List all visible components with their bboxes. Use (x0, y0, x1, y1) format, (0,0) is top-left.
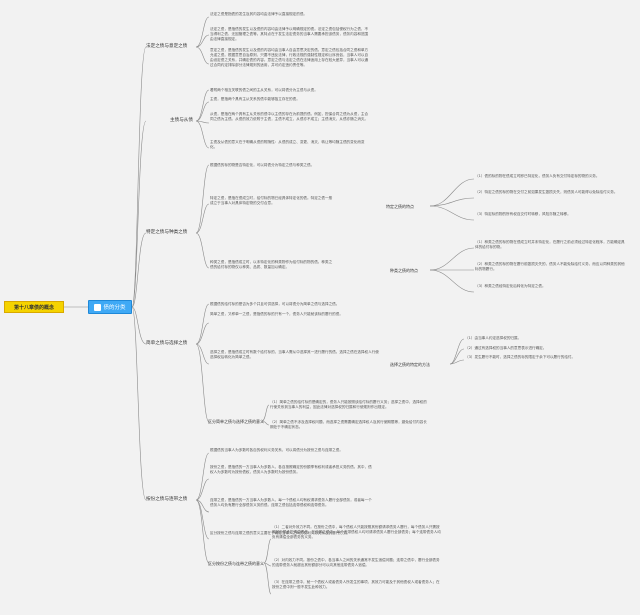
connector (195, 164, 210, 234)
connector (195, 303, 210, 345)
topic-principal-vs-accessory[interactable]: 主债与从债 (170, 118, 193, 123)
connector (263, 538, 272, 564)
connector (449, 348, 465, 365)
leaf-text: 选择之债，是指债成立时有数个给付标的，当事人需从中选择其一进行履行的债。选择之债… (210, 350, 379, 359)
subtopic-generic-features[interactable]: 种类之债的特点 (390, 268, 418, 273)
connector (195, 232, 210, 269)
topic-simple-vs-selective[interactable]: 简单之债与选择之债 (146, 341, 188, 346)
connector (429, 269, 475, 293)
leaf-text: 简单之债，又称单一之债，是指债的标的只有一个，债务人只能就该标的履行的债。 (210, 312, 343, 316)
connector (195, 452, 210, 501)
connector (429, 178, 475, 207)
leaf-text: （3）在连带之债中，就一个债权人或者债务人所发生的事项，其效力可能及于其他债权人… (272, 580, 440, 589)
connector (195, 16, 210, 48)
connector (263, 562, 272, 595)
leaf-text: （2）种类之债的标的物在履行前毁损灭失的，债务人不能免除给付义务，而应以同种类的… (475, 262, 625, 271)
connector (195, 499, 210, 564)
leaf-text: （1）债的标的物在债成立时即已特定化，债务人负有交付特定标的物的义务。 (475, 174, 600, 178)
connector (131, 46, 147, 308)
connector (449, 359, 465, 365)
leaf-text: （3）发生履行不能时，选择之债的标的限定于余下可以履行的给付。 (465, 355, 576, 359)
connector (195, 120, 210, 149)
leaf-text: （2）通过有选择权的当事人的意思表示进行确定。 (465, 346, 547, 350)
leaf-text: （1）二者对外效力不同。在按份之债中，每个债权人只能按照其份额请求债务人履行，每… (272, 525, 441, 539)
topic-icon (94, 303, 102, 311)
root-node[interactable]: 第十八章债的概念 (4, 301, 64, 313)
hub-label: 债的分类 (103, 305, 126, 311)
connector (263, 562, 272, 567)
connector (449, 338, 465, 365)
connector (131, 306, 147, 501)
leaf-text: 根据债的当事人为多数时各自的权利义务关系，可以将债分为按份之债与连带之债。 (210, 448, 343, 452)
connector (195, 46, 210, 65)
connector (195, 203, 210, 234)
subtopic-several-joint-significance[interactable]: 区分按份之债与连带之债的意义 (208, 561, 264, 566)
leaf-text: 连带之债，是指债的一方当事人为多数人，每一个债权人均有权请求债务人履行全部债务，… (210, 498, 372, 507)
leaf-text: 法定之债，是指债的发生以及债的内容均由法律予以明确规定的债。法定之债包括侵权行为… (210, 27, 369, 41)
leaf-text: （3）特定标的物的所有权自交付时转移，风险亦随之转移。 (475, 212, 571, 216)
leaf-text: （2）特定之债的标的物在交付之前如果发生毁损灭失，则债务人可能得以免除给付义务。 (475, 190, 618, 194)
connector (429, 205, 475, 221)
connector (429, 197, 475, 207)
connector (195, 89, 210, 122)
leaf-text: 主债及从债的意义在于明确从债的附随性：从债的成立、变更、消灭、转让等均随主债的变… (210, 140, 365, 149)
connector (195, 34, 210, 48)
leaf-text: 特定之债，是指在债成立时，给付标的物已经具体特定化的债。特定之债一般成立于当事人… (210, 196, 333, 205)
connector (131, 232, 147, 308)
leaf-text: （1）简单之债的给付标的是确定的，债务人只能按照该给付标的履行义务；选择之债中，… (270, 400, 427, 409)
leaf-text: 意定之债，是指债的发生以及债的内容均由当事人自由意思决定的债。意定之债包括合同之… (210, 48, 369, 67)
leaf-text: 根据债的给付标的是否为多个并且可供选择，可以将债分为简单之债与选择之债。 (210, 302, 340, 306)
leaf-text: （2）对内效力不同。按份之债中，各当事人之间的关系通常不发生追偿问题；连带之债中… (272, 558, 440, 567)
subtopic-specific-features[interactable]: 特定之债的特点 (386, 204, 414, 209)
leaf-text: 主债，是指两个具有主从关系的债中能够独立存在的债。 (210, 97, 300, 101)
leaf-text: （2）简单之债不涉及选择权问题，而选择之债需要确定选择权人及其行使期限等，避免给… (270, 420, 427, 429)
leaf-text: （1）种类之债的标的物在债成立时并未特定化，在履行之前必须经过特定化程序，方能确… (475, 240, 625, 249)
connector (261, 404, 270, 422)
leaf-text: 按份之债，是指债的一方当事人为多数人，各自按照确定的份额享有权利或者承担义务的债… (210, 465, 372, 474)
leaf-text: 根据债的标的物是否特定化，可以将债分为特定之债与种类之债。 (210, 163, 315, 167)
subtopic-simple-selective-significance[interactable]: 区分简单之债与选择之债的意义 (208, 419, 264, 424)
connector (131, 120, 147, 308)
connector (131, 306, 147, 345)
connector (195, 120, 210, 124)
connector (195, 343, 210, 423)
connector (195, 478, 210, 501)
topic-legal-vs-agreed[interactable]: 法定之债与意定之债 (146, 44, 188, 49)
leaf-text: 法定之债是指债的发生及其内容均由法律予以直接规定的债。 (210, 12, 308, 16)
leaf-text: （3）种类之债经特定化后转化为特定之债。 (475, 284, 546, 288)
leaf-text: 种类之债，是指债成立时，以未特定化的种类物作为给付标的物的债。种类之债的给付标的… (210, 260, 333, 269)
hub-node[interactable]: 债的分类 (88, 300, 132, 314)
leaf-text: （1）由当事人约定选择权的归属。 (465, 336, 522, 340)
connector (195, 322, 210, 345)
leaf-text: 从债，是指在两个具有主从关系的债中以主债的存在为前提的债。例如，担保合同之债为从… (210, 112, 369, 121)
leaf-text: 看附两个相互关联的债之间的主从关系，可以将债分为主债与从债。 (210, 88, 318, 92)
connector (195, 343, 210, 365)
topic-several-vs-joint[interactable]: 按份之债与连带之债 (146, 497, 188, 502)
leaf-text: 区分按份之债与连带之债的意义主要在于确定当事人之间的权利义务关系及其履行方式。 (210, 531, 351, 535)
connector (195, 101, 210, 122)
topic-specific-vs-generic[interactable]: 特定之债与种类之债 (146, 230, 188, 235)
connector (429, 247, 475, 271)
subtopic-selection-methods[interactable]: 选择之债的特定的方法 (390, 362, 430, 367)
connector (261, 420, 270, 426)
